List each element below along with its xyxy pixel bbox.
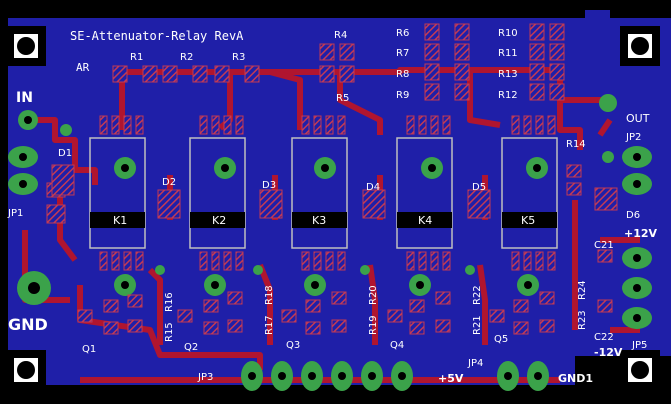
resistor-r15-label: R15	[164, 322, 175, 342]
resistor-r7-label: R7	[396, 48, 409, 59]
resistor-pads	[46, 23, 582, 224]
relay-smd-pads	[99, 115, 556, 271]
resistor-r18-label: R18	[264, 285, 275, 305]
resistor-r11-label: R11	[498, 48, 518, 59]
transistor-labels: Q1 Q2 Q3 Q4 Q5	[82, 334, 508, 355]
resistor-r16-label: R16	[164, 292, 175, 312]
diode-d5-label: D5	[472, 182, 486, 193]
capacitor-c22-label: C22	[594, 332, 614, 343]
label-gnd: GND	[8, 315, 48, 334]
jumper-jp1-label: JP1	[7, 208, 23, 219]
label-gnd1: GND1	[558, 372, 593, 385]
relay-through-hole-pads	[114, 157, 548, 296]
label-minus12v: -12V	[594, 346, 623, 359]
resistor-r2-label: R2	[180, 52, 193, 63]
resistor-r4-label: R4	[334, 30, 347, 41]
label-out: OUT	[626, 112, 650, 125]
diode-d6-label: D6	[626, 210, 640, 221]
diode-d1-label: D1	[58, 148, 72, 159]
resistor-r12-label: R12	[498, 90, 518, 101]
resistor-r5-label: R5	[336, 93, 349, 104]
board-outline	[8, 10, 671, 385]
mounting-holes	[6, 26, 660, 390]
relay-k2-outline	[189, 137, 246, 249]
relay-labels: K1 K2 K3 K4 K5	[113, 214, 535, 227]
resistor-r9-label: R9	[396, 90, 409, 101]
resistor-r19-label: R19	[368, 315, 379, 335]
board-title: SE-Attenuator-Relay RevA	[70, 29, 244, 43]
transistor-q5-label: Q5	[494, 334, 508, 345]
label-plus5v: +5V	[438, 372, 464, 385]
diode-d2-label: D2	[162, 177, 176, 188]
transistor-q4-label: Q4	[390, 340, 404, 351]
label-in: IN	[16, 90, 33, 106]
resistor-r10-label: R10	[498, 28, 518, 39]
relay-k4-label: K4	[418, 214, 432, 227]
diode-labels: D1 D2 D3 D4 D5 D6	[58, 148, 640, 221]
diode-d4-label: D4	[366, 182, 380, 193]
transistor-q1-label: Q1	[82, 344, 96, 355]
resistor-r22-label: R22	[472, 285, 483, 305]
relay-bands	[90, 212, 557, 228]
resistor-r1-label: R1	[130, 52, 143, 63]
relay-k1-outline	[89, 137, 146, 249]
resistor-labels: R1 R2 R3 R4 R5 R6 R7 R8 R9 R10 R11 R13 R…	[130, 28, 588, 342]
resistor-r13-label: R13	[498, 69, 518, 80]
jumper-jp5-label: JP5	[631, 340, 647, 351]
label-plus12v: +12V	[624, 227, 658, 240]
board-marking: AR	[76, 61, 90, 74]
relay-k3-outline	[291, 137, 348, 249]
diodes	[51, 164, 618, 219]
resistor-r21-label: R21	[472, 315, 483, 335]
transistor-q3-label: Q3	[286, 340, 300, 351]
relay-outlines	[89, 137, 558, 249]
resistor-r23-label: R23	[577, 310, 588, 330]
resistor-r17-label: R17	[264, 315, 275, 335]
resistor-r20-label: R20	[368, 285, 379, 305]
jumper-labels: JP1 JP2 JP3 JP4 JP5	[7, 132, 647, 383]
transistor-pads	[77, 249, 613, 335]
connector-pads	[8, 110, 652, 391]
relay-k2-label: K2	[212, 214, 226, 227]
diode-d3-label: D3	[262, 180, 276, 191]
resistor-r8-label: R8	[396, 69, 409, 80]
relay-k1-label: K1	[113, 214, 127, 227]
relay-k5-label: K5	[521, 214, 535, 227]
resistor-r3-label: R3	[232, 52, 245, 63]
relay-k3-label: K3	[312, 214, 326, 227]
relay-k4-outline	[396, 137, 453, 249]
resistor-r6-label: R6	[396, 28, 409, 39]
jumper-jp4-label: JP4	[467, 358, 483, 369]
capacitor-c21-label: C21	[594, 240, 614, 251]
resistor-r24-label: R24	[577, 280, 588, 300]
resistor-r14-label: R14	[566, 139, 586, 150]
vias	[60, 94, 617, 275]
transistor-q2-label: Q2	[184, 342, 198, 353]
jumper-jp2-label: JP2	[625, 132, 641, 143]
relay-k5-outline	[501, 137, 558, 249]
jumper-jp3-label: JP3	[197, 372, 213, 383]
capacitor-labels: C21 C22	[594, 240, 614, 343]
